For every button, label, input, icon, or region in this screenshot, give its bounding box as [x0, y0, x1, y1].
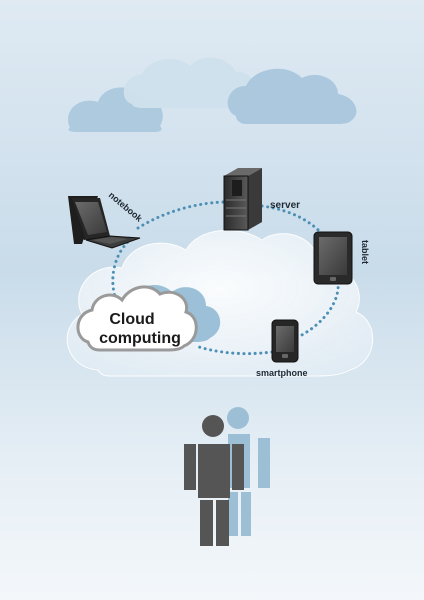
background-cloud-right-icon — [227, 68, 357, 124]
smartphone-label: smartphone — [256, 368, 308, 378]
server-label: server — [270, 200, 300, 211]
background-cloud-back-icon — [123, 57, 256, 108]
connection-ring — [111, 200, 340, 356]
tablet-label: tablet — [360, 240, 370, 264]
cloud-computing-badge: Cloud computing — [76, 285, 198, 352]
badge-line1: Cloud — [109, 311, 154, 328]
person-front-icon — [184, 415, 244, 546]
server-icon — [223, 168, 262, 231]
badge-line2: computing — [99, 330, 181, 347]
laptop-icon — [68, 196, 141, 249]
smartphone-icon — [271, 319, 299, 363]
notebook-label: notebook — [107, 190, 145, 224]
tablet-icon — [313, 231, 353, 285]
